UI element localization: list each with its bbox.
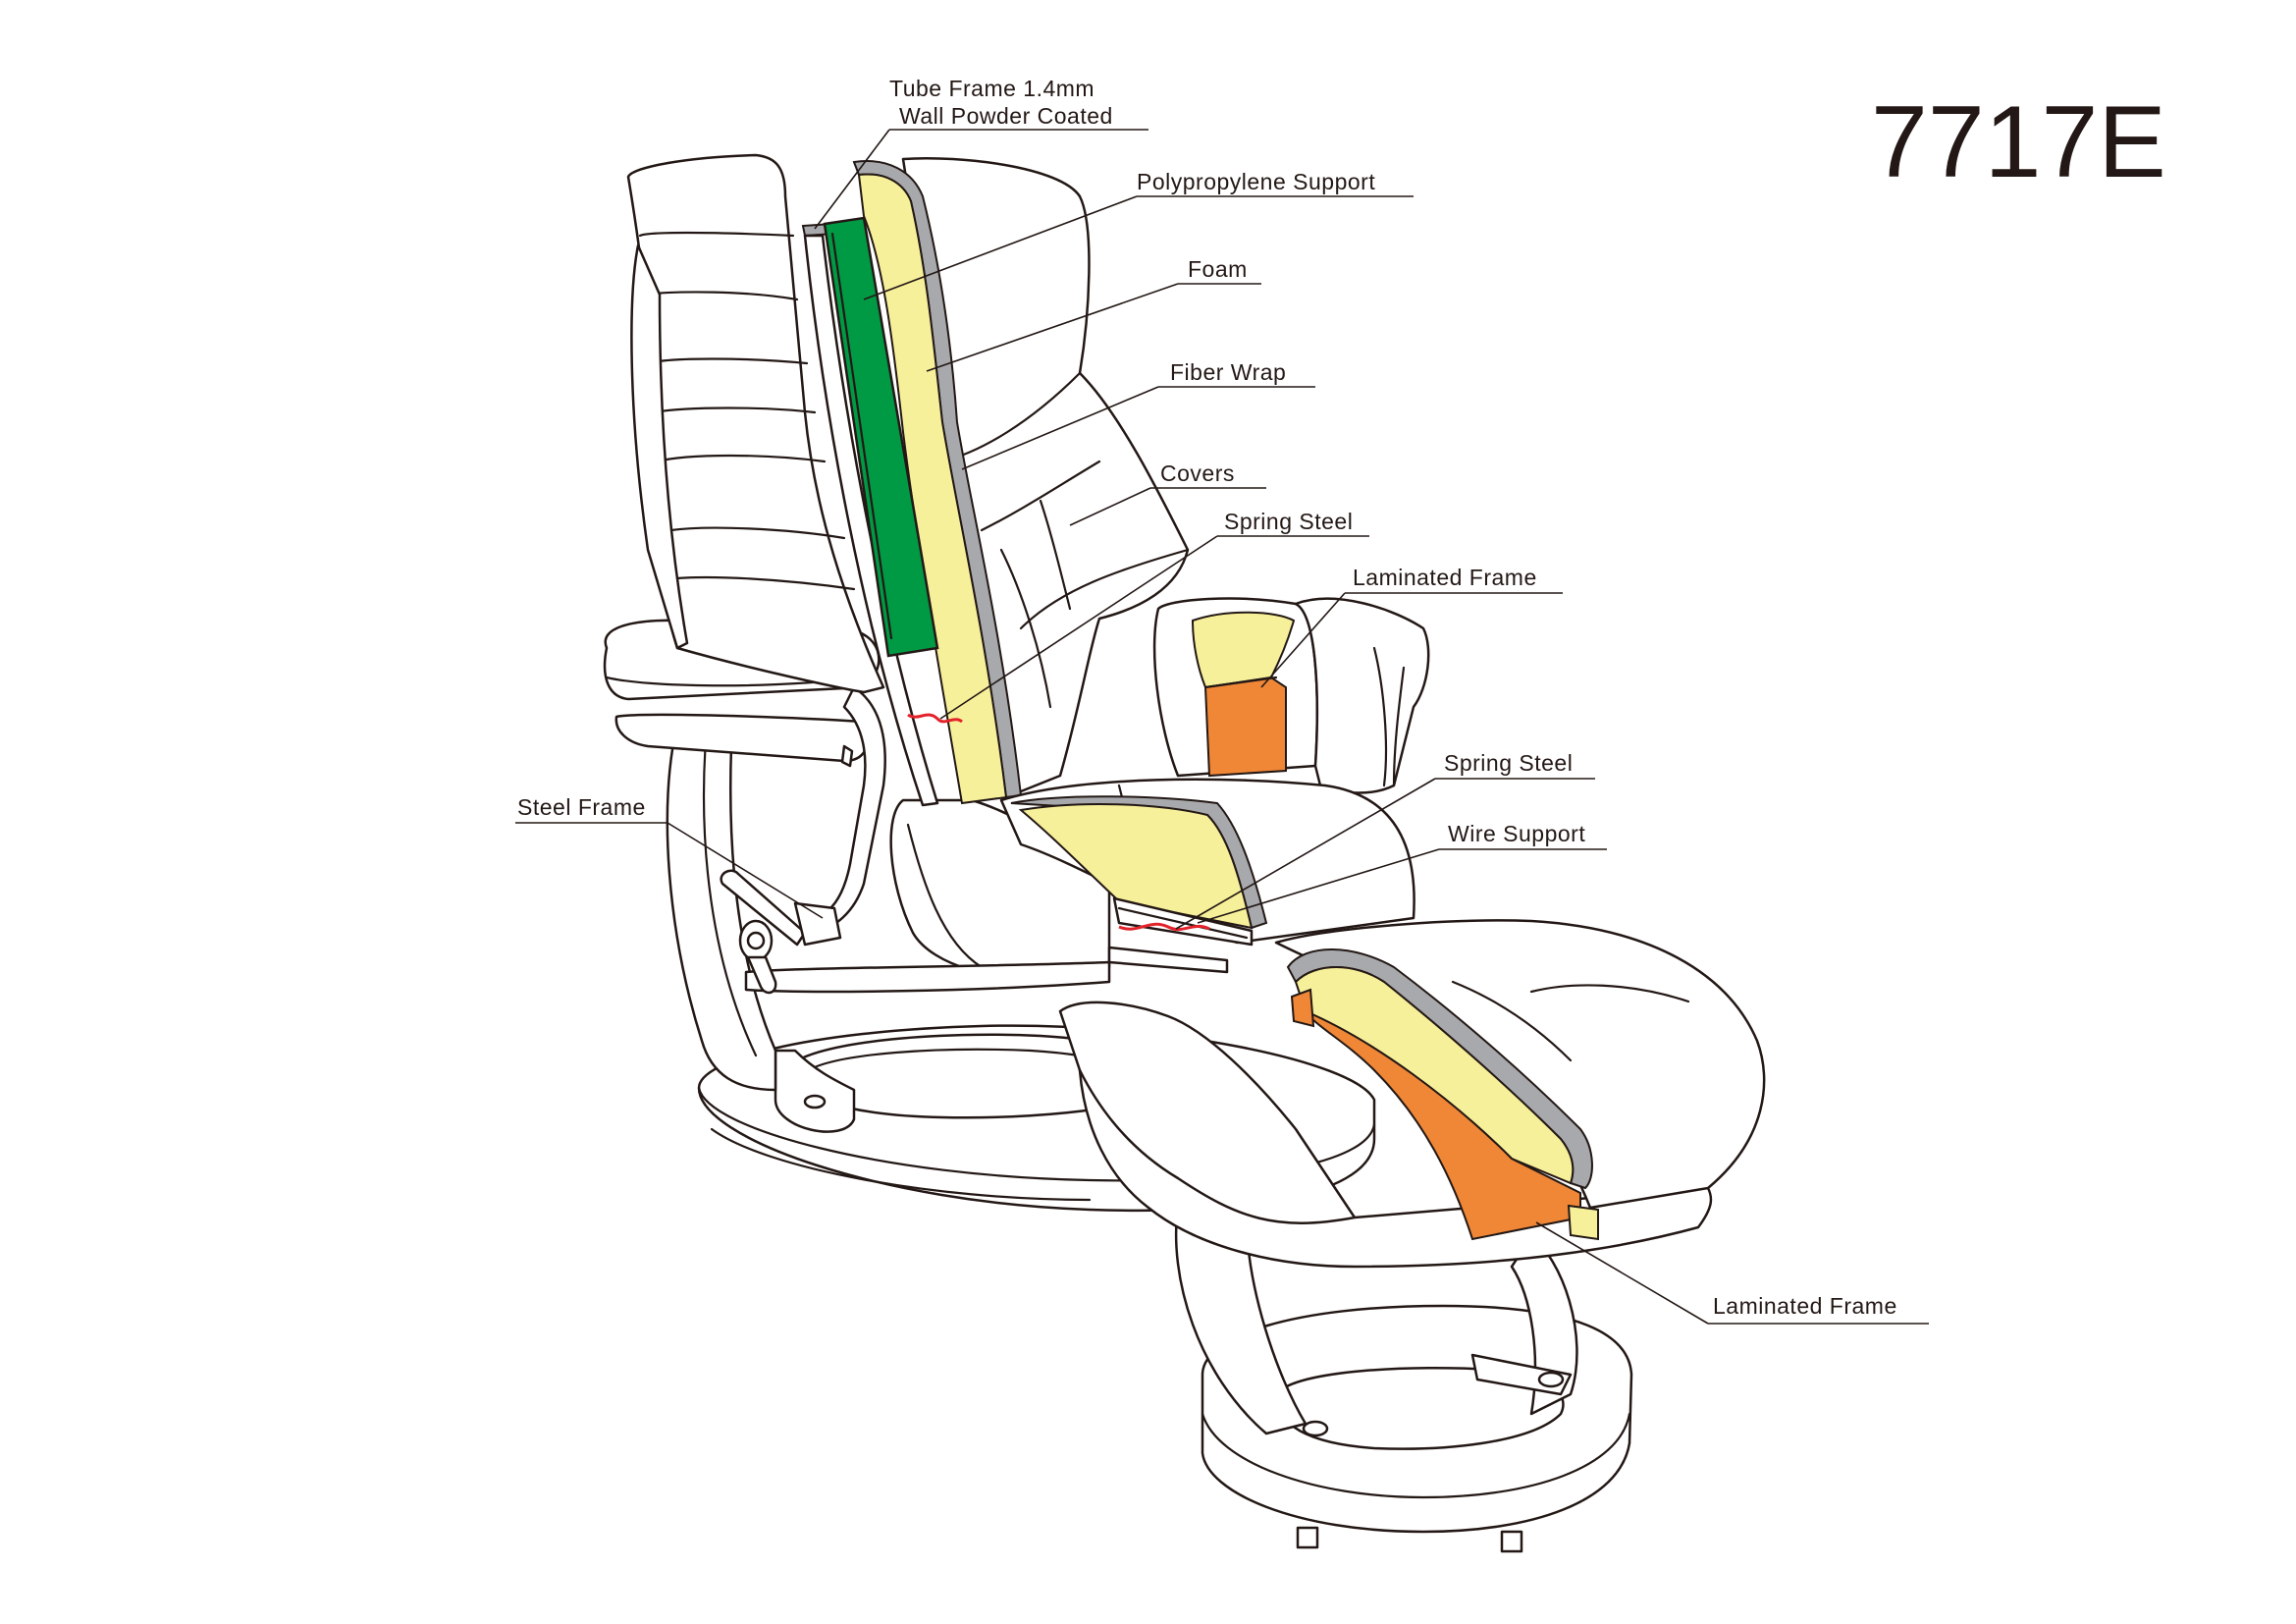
label-wire-support: Wire Support bbox=[1197, 821, 1607, 924]
laminated-frame-ottoman bbox=[1303, 1008, 1581, 1241]
label-polypropylene-support-text: Polypropylene Support bbox=[1137, 169, 1375, 194]
label-foam-text: Foam bbox=[1188, 256, 1248, 282]
spring-steel-back bbox=[907, 713, 963, 724]
foam-layer-back bbox=[857, 173, 1008, 805]
ottoman-corner-block-right bbox=[1567, 1204, 1599, 1241]
label-wire-support-text: Wire Support bbox=[1448, 821, 1585, 846]
label-fiber-wrap-text: Fiber Wrap bbox=[1170, 359, 1286, 385]
recline-lever bbox=[720, 744, 854, 995]
foam-layer-seat bbox=[1018, 802, 1254, 930]
label-laminated-frame-arm: Laminated Frame bbox=[1260, 565, 1563, 688]
model-number: 7717E bbox=[1871, 85, 2166, 199]
label-steel-frame-text: Steel Frame bbox=[517, 794, 646, 820]
label-fiber-wrap: Fiber Wrap bbox=[961, 359, 1315, 470]
label-steel-frame: Steel Frame bbox=[515, 794, 824, 919]
label-polypropylene-support: Polypropylene Support bbox=[863, 169, 1414, 300]
label-laminated-frame-ottoman: Laminated Frame bbox=[1535, 1221, 1929, 1325]
label-spring-steel-back-text: Spring Steel bbox=[1224, 509, 1353, 534]
right-arm bbox=[1152, 597, 1430, 794]
backrest-cross-section bbox=[801, 157, 1190, 807]
chair-side-frame bbox=[603, 619, 1111, 1092]
label-tube-frame-line1: Tube Frame 1.4mm bbox=[889, 76, 1095, 101]
label-covers: Covers bbox=[1069, 460, 1266, 526]
foam-layer-arm bbox=[1191, 611, 1296, 689]
ottoman-corner-block-left bbox=[1290, 988, 1315, 1028]
laminated-frame-arm bbox=[1203, 676, 1287, 778]
label-spring-steel-seat-text: Spring Steel bbox=[1444, 750, 1573, 776]
chair-backrest bbox=[626, 153, 885, 694]
label-spring-steel-seat: Spring Steel bbox=[1175, 750, 1595, 930]
label-laminated-frame-ottoman-text: Laminated Frame bbox=[1713, 1293, 1897, 1319]
label-foam: Foam bbox=[926, 256, 1261, 372]
label-tube-frame-line2: Wall Powder Coated bbox=[899, 103, 1113, 129]
label-spring-steel-back: Spring Steel bbox=[939, 509, 1369, 720]
label-covers-text: Covers bbox=[1160, 460, 1235, 486]
label-tube-frame: Tube Frame 1.4mm Wall Powder Coated bbox=[814, 76, 1148, 230]
polypropylene-support bbox=[823, 216, 939, 658]
ottoman bbox=[1058, 919, 1766, 1553]
seat-cushion bbox=[999, 778, 1415, 974]
spring-steel-seat bbox=[1118, 922, 1210, 932]
label-laminated-frame-arm-text: Laminated Frame bbox=[1353, 565, 1537, 590]
